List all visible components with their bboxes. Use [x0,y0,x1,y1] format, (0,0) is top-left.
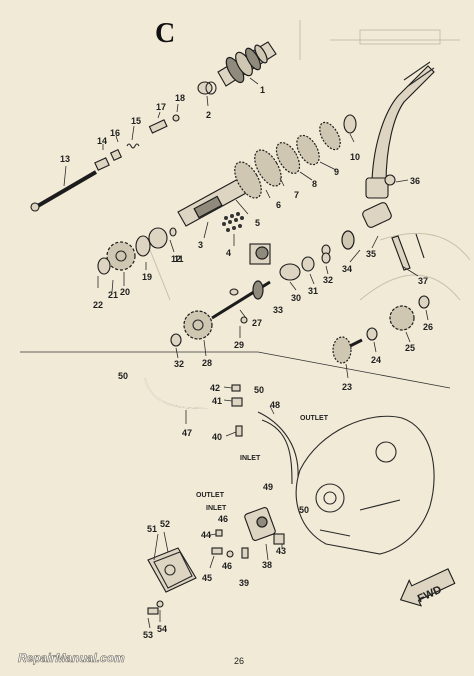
callout-52: 52 [160,519,170,529]
callout-14: 14 [97,136,107,146]
callout-20: 20 [120,287,130,297]
callout-54: 54 [157,624,167,634]
callout-25: 25 [405,343,415,353]
callout-39: 39 [239,578,249,588]
oil-hose-part-48 [257,405,299,485]
pin-parts-17-18 [148,103,180,134]
callout-40: 40 [212,432,222,442]
main-shaft-part-1 [217,41,277,87]
callout-5: 5 [255,218,260,228]
dog-parts-29-32 [249,243,331,291]
callout-53: 53 [143,630,153,640]
label-outlet-lower: OUTLET [196,492,225,499]
callout-32b: 32 [174,359,184,369]
callout-47: 47 [182,428,192,438]
callout-33: 33 [273,305,283,315]
callout-10: 10 [350,152,360,162]
section-letter: C [155,18,175,49]
callout-9: 9 [334,167,339,177]
callout-48: 48 [270,400,280,410]
callout-32a: 32 [323,275,333,285]
pump-cover-parts-51-52 [147,531,197,593]
gear-stack-parts-6-10 [234,114,357,199]
callout-50c: 50 [299,505,309,515]
callout-11: 11 [174,254,184,264]
callout-6: 6 [276,200,281,210]
callout-29: 29 [234,340,244,350]
callout-1: 1 [260,85,265,95]
callout-43: 43 [276,546,286,556]
bushing-part-2 [197,81,217,107]
callout-22: 22 [93,300,103,310]
callout-34: 34 [342,264,352,274]
crankcase-outline [295,415,435,555]
countershaft-parts-3-5 [177,177,249,239]
callout-3: 3 [198,240,203,250]
callout-36: 36 [410,176,420,186]
callout-24: 24 [371,355,381,365]
screw-parts-53-54 [147,600,164,629]
gear-shaft-parts-27-28 [170,280,271,359]
bleed-through-ghost [149,20,471,301]
idle-gear-parts-23-26 [332,295,430,379]
banjo-bolt-parts-40-42 [223,384,243,437]
oil-hose-part-47 [144,377,211,424]
callout-49: 49 [263,482,273,492]
callout-41: 41 [212,396,222,406]
callout-30: 30 [291,293,301,303]
callout-26: 26 [423,322,433,332]
callout-8: 8 [312,179,317,189]
fwd-direction-arrow [399,568,456,607]
label-outlet-upper: OUTLET [300,415,329,422]
shift-rod-part-13 [30,165,98,212]
callout-15: 15 [131,116,141,126]
spring-parts-14-15-16 [94,125,140,171]
oil-pump-parts-38-43 [244,507,285,561]
callout-numbers: 1 2 3 4 5 6 7 8 9 10 11 12 13 14 15 16 1… [60,85,433,640]
kick-lever-part-36 [365,61,435,199]
callout-16: 16 [110,128,120,138]
callout-38: 38 [262,560,272,570]
label-inlet-lower: INLET [206,505,227,512]
watermark: RepairManual.com [18,651,125,665]
callout-28: 28 [202,358,212,368]
callout-31: 31 [308,286,318,296]
callout-23: 23 [342,382,352,392]
callout-7: 7 [294,190,299,200]
callout-13: 13 [60,154,70,164]
kick-shaft-parts-33-37 [321,202,425,277]
bolt-parts-39-44-46 [209,529,249,569]
callout-45: 45 [202,573,212,583]
label-inlet-upper: INLET [240,455,261,462]
callout-46b: 46 [222,561,232,571]
callout-2: 2 [206,110,211,120]
sprocket-parts-19-22 [97,227,177,293]
callout-21: 21 [108,290,118,300]
page-number: 26 [234,656,244,666]
callout-19: 19 [142,272,152,282]
callout-37: 37 [418,276,428,286]
callout-4: 4 [226,248,231,258]
callout-50b: 50 [254,385,264,395]
callout-44: 44 [201,530,211,540]
callout-35: 35 [366,249,376,259]
section-divider-right [257,351,451,389]
callout-17: 17 [156,102,166,112]
callout-51: 51 [147,524,157,534]
callout-18: 18 [175,93,185,103]
callout-50a: 50 [118,371,128,381]
callout-12: 12 [171,254,181,264]
callout-27: 27 [252,318,262,328]
callout-46a: 46 [218,514,228,524]
needle-bearing-part-4 [222,212,244,246]
callout-42: 42 [210,383,220,393]
